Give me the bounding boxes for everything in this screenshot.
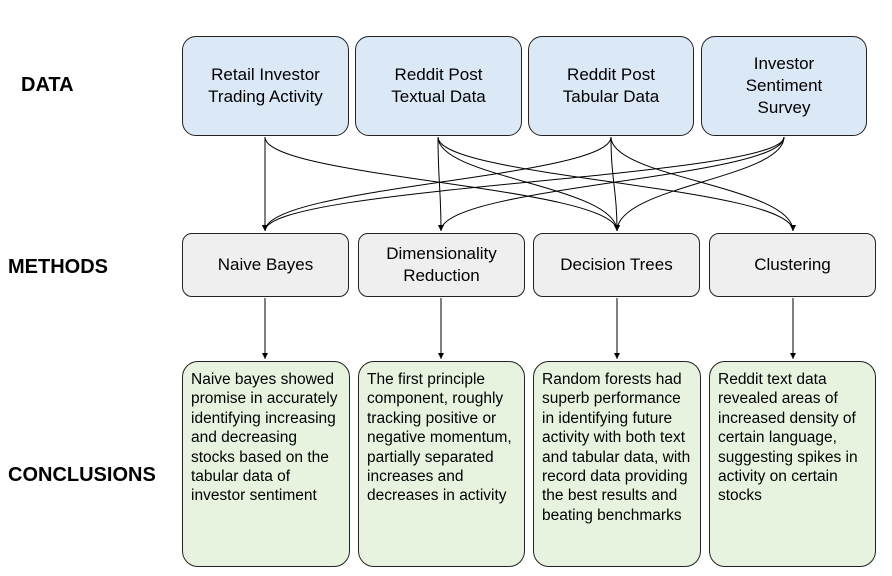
conclusion-box-dim-reduction: The first principle component, roughly t… bbox=[358, 361, 525, 567]
method-box-label: Decision Trees bbox=[560, 255, 673, 274]
wire-reddit-text-to-dim-reduction bbox=[437, 136, 444, 232]
method-box-label: Dimensionality Reduction bbox=[386, 244, 497, 285]
data-box-label: Retail Investor Trading Activity bbox=[208, 65, 323, 106]
method-box-naive-bayes: Naive Bayes bbox=[182, 233, 349, 297]
wire-survey-to-dim-reduction bbox=[438, 136, 785, 232]
row-label-methods: METHODS bbox=[8, 256, 108, 278]
conclusion-text: The first principle component, roughly t… bbox=[367, 371, 512, 505]
wire-reddit-text-to-decision-trees bbox=[437, 136, 620, 232]
row-label-conclusions: CONCLUSIONS bbox=[8, 464, 156, 486]
wire-survey-to-decision-trees bbox=[614, 136, 785, 232]
method-box-clustering: Clustering bbox=[709, 233, 876, 297]
data-box-reddit-text: Reddit Post Textual Data bbox=[355, 36, 522, 136]
conclusion-text: Reddit text data revealed areas of incre… bbox=[718, 371, 858, 505]
conclusion-box-decision-trees: Random forests had superb performance in… bbox=[533, 361, 701, 567]
wire-reddit-tabular-to-decision-trees bbox=[610, 136, 620, 232]
method-box-label: Naive Bayes bbox=[217, 255, 314, 274]
data-box-label: Reddit Post Tabular Data bbox=[562, 65, 660, 106]
wire-reddit-tabular-to-clustering bbox=[610, 136, 796, 232]
conclusion-text: Naive bayes showed promise in accurately… bbox=[191, 371, 338, 505]
conclusion-box-naive-bayes: Naive bayes showed promise in accurately… bbox=[182, 361, 350, 567]
wire-reddit-tabular-to-naive-bayes bbox=[262, 136, 612, 232]
wire-survey-to-naive-bayes bbox=[262, 136, 785, 232]
conclusion-text: Random forests had superb performance in… bbox=[542, 371, 691, 524]
wire-reddit-text-to-clustering bbox=[437, 136, 796, 232]
method-box-dim-reduction: Dimensionality Reduction bbox=[358, 233, 525, 297]
data-box-retail: Retail Investor Trading Activity bbox=[182, 36, 349, 136]
conclusion-box-clustering: Reddit text data revealed areas of incre… bbox=[709, 361, 876, 567]
data-box-label: Reddit Post Textual Data bbox=[391, 65, 486, 106]
data-box-label: Investor Sentiment Survey bbox=[745, 54, 823, 117]
method-box-label: Clustering bbox=[754, 255, 831, 274]
method-box-decision-trees: Decision Trees bbox=[533, 233, 700, 297]
data-box-survey: Investor Sentiment Survey bbox=[701, 36, 867, 136]
row-label-data: DATA bbox=[21, 74, 74, 96]
data-box-reddit-tabular: Reddit Post Tabular Data bbox=[528, 36, 694, 136]
